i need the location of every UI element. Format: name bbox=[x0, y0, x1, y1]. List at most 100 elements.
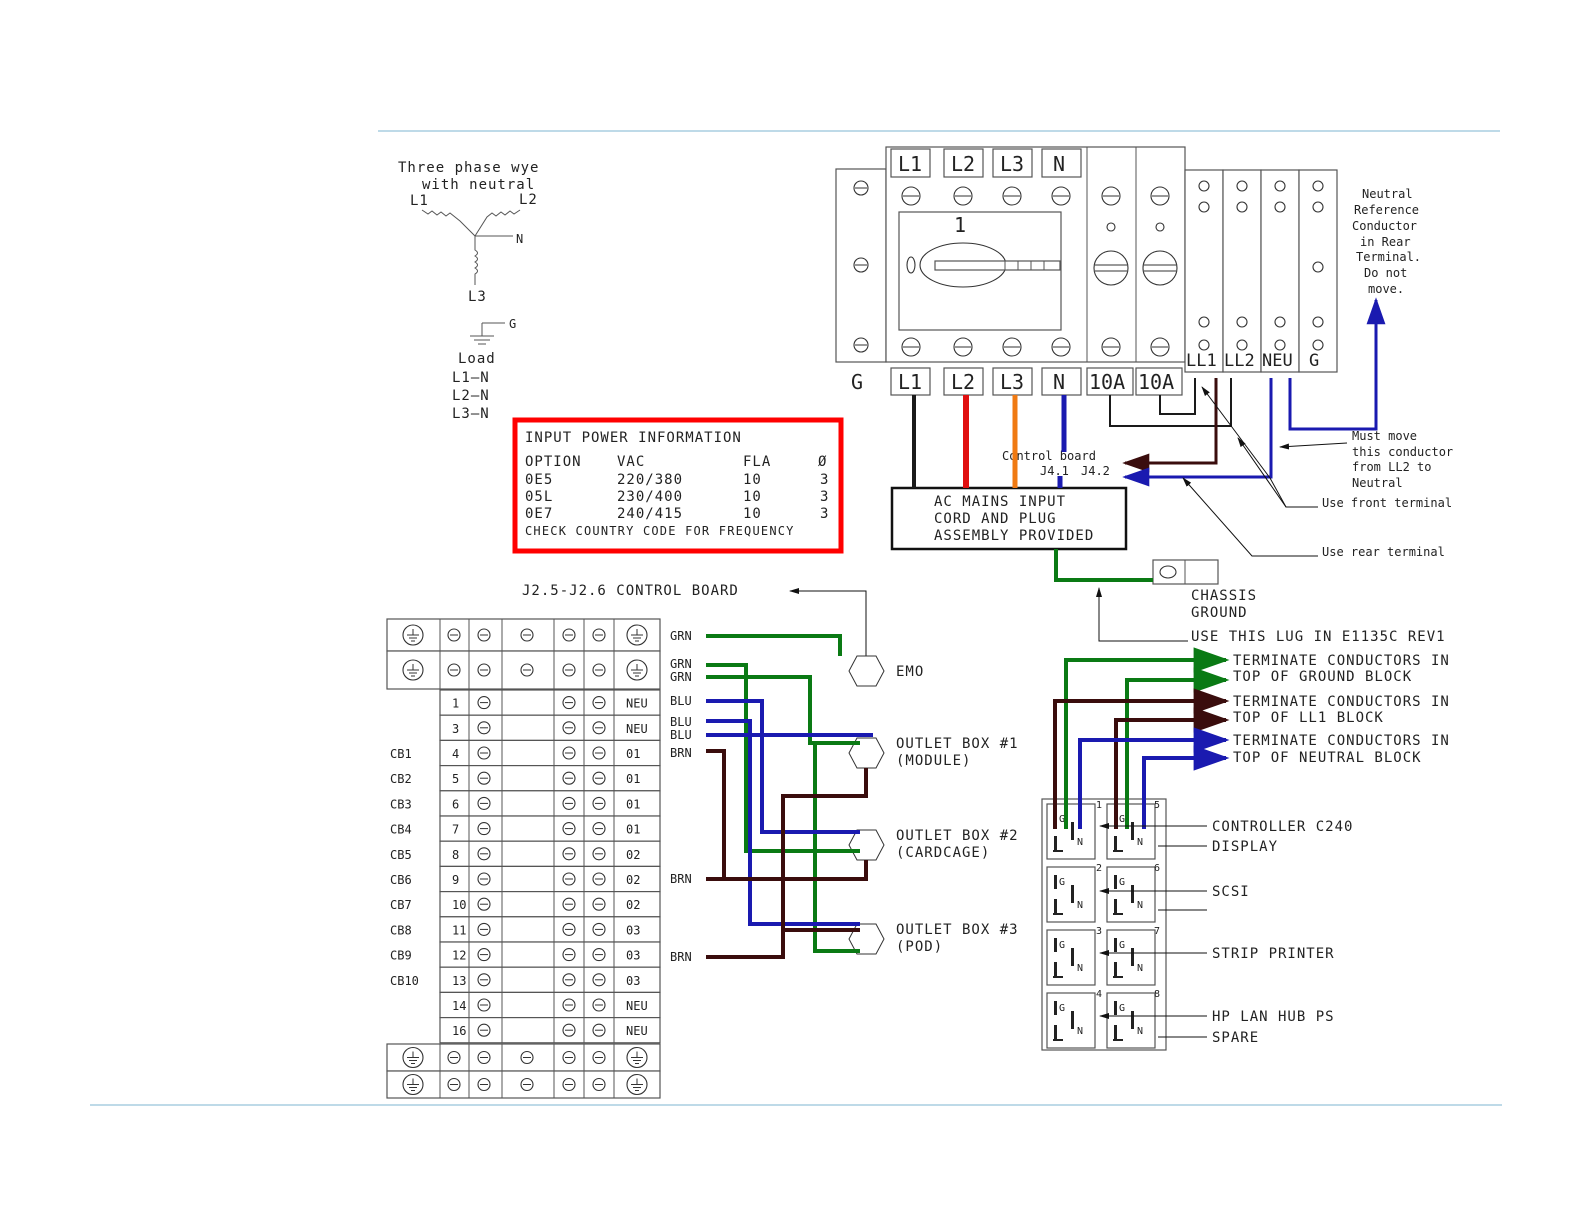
wire-label-grn-3: GRN bbox=[670, 670, 692, 684]
device-spare: SPARE bbox=[1212, 1030, 1259, 1046]
emo-label: EMO bbox=[896, 664, 924, 680]
outlet2-label-1: (CARDCAGE) bbox=[896, 845, 990, 861]
emo-connector bbox=[848, 655, 885, 687]
ac-mains-box: AC MAINS INPUT CORD AND PLUG ASSEMBLY PR… bbox=[890, 486, 1128, 551]
terminal-tag: 01 bbox=[626, 823, 640, 837]
must-move-note: Must move this conductor from LL2 to Neu… bbox=[1352, 429, 1453, 490]
terminate-1-line-0: TERMINATE CONDUCTORS IN bbox=[1233, 694, 1450, 710]
row-2-phase: 3 bbox=[820, 506, 829, 522]
outlet-num-8: 8 bbox=[1154, 989, 1160, 1000]
svg-text:G: G bbox=[1059, 814, 1065, 825]
outlet1-label-0: OUTLET BOX #1 bbox=[896, 736, 1019, 752]
wye-l2: L2 bbox=[519, 192, 538, 208]
circuit-breaker-label: CB8 bbox=[390, 923, 412, 937]
rear-terminal-note: Use rear terminal bbox=[1322, 545, 1445, 559]
terminate-1-line-1: TOP OF LL1 BLOCK bbox=[1233, 710, 1384, 726]
terminal-number: 8 bbox=[452, 848, 459, 862]
bottom-label-10a-2: 10A bbox=[1138, 370, 1174, 394]
block-label-g: G bbox=[1309, 351, 1319, 371]
svg-text:N: N bbox=[1137, 837, 1143, 848]
device-display: DISPLAY bbox=[1212, 839, 1278, 855]
j41-label: J4.1 bbox=[1040, 464, 1069, 478]
terminal-tag: NEU bbox=[626, 697, 648, 711]
wye-l3: L3 bbox=[468, 289, 487, 305]
outlet-num-4: 4 bbox=[1096, 989, 1102, 1000]
neutral-note-5: Do not bbox=[1364, 266, 1407, 280]
circuit-breaker-label: CB3 bbox=[390, 797, 412, 811]
terminal-number: 4 bbox=[452, 747, 459, 761]
neutral-note-3: in Rear bbox=[1360, 235, 1411, 249]
neutral-reference-note: Neutral Reference Conductor in Rear Term… bbox=[1352, 187, 1421, 296]
bottom-label-10a-1: 10A bbox=[1089, 370, 1125, 394]
outlet-num-1: 1 bbox=[1096, 800, 1102, 811]
wye-diagram: Three phase wye with neutral L1 L2 N L3 … bbox=[398, 160, 538, 422]
row-1-phase: 3 bbox=[820, 489, 829, 505]
terminal-number: 9 bbox=[452, 873, 459, 887]
breaker-wires bbox=[912, 297, 1386, 642]
must-move-3: Neutral bbox=[1352, 476, 1403, 490]
terminal-number: 16 bbox=[452, 1024, 466, 1038]
row-2-fla: 10 bbox=[743, 506, 762, 522]
row-1-fla: 10 bbox=[743, 489, 762, 505]
use-lug-note: USE THIS LUG IN E1135C REV1 bbox=[1191, 629, 1446, 645]
front-terminal-note: Use front terminal bbox=[1322, 496, 1452, 510]
bottom-label-g: G bbox=[851, 370, 863, 394]
wire-label-grn-2: GRN bbox=[670, 657, 692, 671]
terminate-0-line-1: TOP OF GROUND BLOCK bbox=[1233, 669, 1412, 685]
block-label-neu: NEU bbox=[1262, 351, 1293, 371]
row-0-option: 0E5 bbox=[525, 472, 553, 488]
neutral-note-4: Terminal. bbox=[1356, 250, 1421, 264]
svg-text:G: G bbox=[1119, 814, 1125, 825]
terminal-tag: 03 bbox=[626, 949, 640, 963]
wire-label-brn-1: BRN bbox=[670, 746, 692, 760]
device-controller: CONTROLLER C240 bbox=[1212, 819, 1353, 835]
header-vac: VAC bbox=[617, 454, 645, 470]
wye-n: N bbox=[516, 232, 523, 246]
neutral-note-2: Conductor bbox=[1352, 219, 1417, 233]
must-move-2: from LL2 to bbox=[1352, 460, 1431, 474]
circuit-breaker-label: CB2 bbox=[390, 772, 412, 786]
outlet-num-7: 7 bbox=[1154, 926, 1160, 937]
terminal-number: 5 bbox=[452, 772, 459, 786]
header-phase: Ø bbox=[818, 454, 827, 470]
terminal-number: 1 bbox=[452, 697, 459, 711]
svg-text:N: N bbox=[1137, 900, 1143, 911]
svg-text:N: N bbox=[1137, 963, 1143, 974]
terminal-tag: NEU bbox=[626, 1024, 648, 1038]
device-hp-lan-hub: HP LAN HUB PS bbox=[1212, 1009, 1335, 1025]
circuit-breaker-label: CB9 bbox=[390, 949, 412, 963]
strip-wires bbox=[706, 634, 873, 959]
svg-text:N: N bbox=[1077, 963, 1083, 974]
terminal-number: 12 bbox=[452, 949, 466, 963]
terminal-row bbox=[439, 840, 661, 868]
terminal-row bbox=[439, 764, 661, 792]
outlet-box-2-connector bbox=[848, 829, 885, 861]
top-label-l3: L3 bbox=[1000, 152, 1024, 176]
wire-label-blu-3: BLU bbox=[670, 728, 692, 742]
svg-text:N: N bbox=[1077, 900, 1083, 911]
circuit-breaker-label: CB5 bbox=[390, 848, 412, 862]
bottom-label-l2: L2 bbox=[951, 370, 975, 394]
row-2-vac: 240/415 bbox=[617, 506, 683, 522]
svg-text:G: G bbox=[1119, 1003, 1125, 1014]
svg-text:N: N bbox=[1077, 1026, 1083, 1037]
outlet-box-1-connector bbox=[848, 737, 885, 769]
breaker-assembly: L1 L2 L3 N 1 bbox=[835, 146, 1338, 396]
block-label-ll2: LL2 bbox=[1224, 351, 1255, 371]
wire-label-blu-1: BLU bbox=[670, 694, 692, 708]
load-l2n: L2—N bbox=[452, 388, 490, 404]
block-label-ll1: LL1 bbox=[1186, 351, 1217, 371]
svg-text:G: G bbox=[1119, 877, 1125, 888]
load-l3n: L3—N bbox=[452, 406, 490, 422]
top-label-l1: L1 bbox=[898, 152, 922, 176]
terminal-number: 10 bbox=[452, 898, 466, 912]
terminal-row bbox=[439, 941, 661, 968]
terminal-number: 6 bbox=[452, 797, 459, 811]
outlet3-label-0: OUTLET BOX #3 bbox=[896, 922, 1019, 938]
terminal-tag: 01 bbox=[626, 797, 640, 811]
svg-text:G: G bbox=[1059, 877, 1065, 888]
terminal-row bbox=[439, 890, 661, 918]
terminal-tag: NEU bbox=[626, 999, 648, 1013]
